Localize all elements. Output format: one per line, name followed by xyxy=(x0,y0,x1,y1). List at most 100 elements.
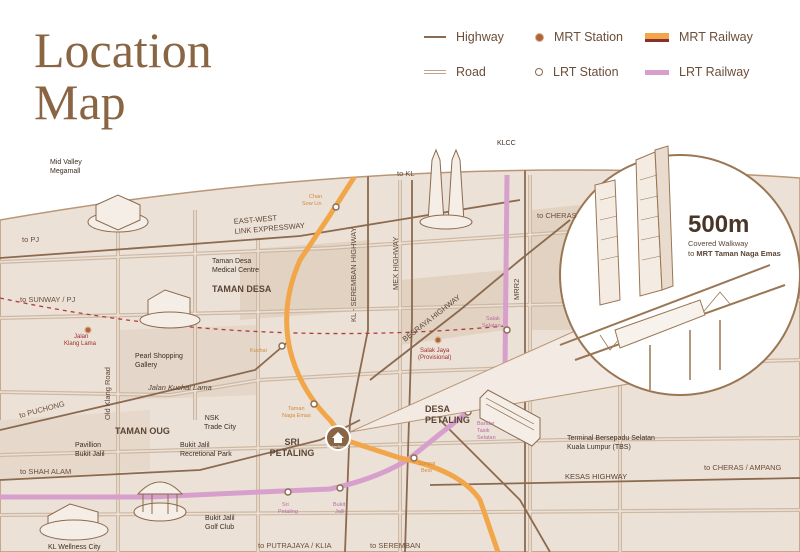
callout-desc-1: Covered Walkway xyxy=(688,239,748,248)
marker-brand: AmberHomes xyxy=(327,445,349,449)
page-title: Location Map xyxy=(34,24,212,128)
klcc-tower-icon xyxy=(447,148,465,223)
dir-to-pj: to PJ xyxy=(22,235,39,244)
stations xyxy=(84,203,511,496)
legend-highway-label: Highway xyxy=(456,30,504,44)
mrt-station-chan-sow-lin[interactable] xyxy=(332,203,340,211)
title-line-2: Map xyxy=(34,74,126,130)
road-center xyxy=(0,509,800,516)
legend-lrt-railway: LRT Railway xyxy=(645,65,749,79)
dir-to-cheras: to CHERAS xyxy=(537,211,577,220)
rec-park-pillars-icon xyxy=(142,494,178,514)
legend-lrt-station-label: LRT Station xyxy=(553,65,619,79)
dir-to-kl: to KL xyxy=(397,169,415,178)
legend-lrt-station: LRT Station xyxy=(532,65,619,79)
rec-park-base-icon xyxy=(133,502,187,522)
dir-to-seremban: to SEREMBAN xyxy=(370,541,420,550)
mrt-station-jalan-klang-lama[interactable] xyxy=(84,326,92,334)
area-taman-oug: TAMAN OUG xyxy=(115,426,170,436)
legend-mrt-station-label: MRT Station xyxy=(554,30,624,44)
shade-block xyxy=(0,410,150,480)
mrt-railway-line xyxy=(284,170,501,552)
tower-icon xyxy=(594,179,621,306)
highway-kesas xyxy=(429,477,800,486)
area-taman-desa: TAMAN DESA xyxy=(212,284,272,294)
dir-to-cheras-ampang: to CHERAS / AMPANG xyxy=(704,463,782,472)
highway-puchong xyxy=(0,339,291,431)
dir-to-shah-alam: to SHAH ALAM xyxy=(20,467,71,476)
lrt-station-swatch-icon xyxy=(535,68,543,76)
legend-mrt-railway-label: MRT Railway xyxy=(679,30,753,44)
highway-besraya xyxy=(369,219,571,381)
mrt-station-sungai-besi[interactable] xyxy=(410,454,418,462)
stn-kuchai: Kuchai xyxy=(250,348,267,354)
road-swatch-icon xyxy=(424,70,446,74)
home-icon xyxy=(332,432,344,443)
mrt-station-taman-naga-emas[interactable] xyxy=(310,400,318,408)
mrt-station-kuchai[interactable] xyxy=(278,342,286,350)
legend-road: Road xyxy=(424,65,486,79)
road-label-mex: MEX HIGHWAY xyxy=(391,237,400,290)
shade-block xyxy=(120,325,260,400)
legend-road-label: Road xyxy=(456,65,486,79)
highway-swatch-icon xyxy=(424,36,446,38)
pavillion-base-icon xyxy=(39,519,109,541)
mrt-station-salak-jaya[interactable] xyxy=(434,336,442,344)
callout-illustration xyxy=(559,145,786,390)
tower-lines xyxy=(599,174,662,261)
lrt-station-sri-petaling[interactable] xyxy=(284,488,292,496)
stn-salak-jaya: Salak Jaya(Provisional) xyxy=(418,348,451,361)
dir-to-putrajaya: to PUTRAJAYA / KLIA xyxy=(258,541,332,550)
mrt-railway-swatch-icon xyxy=(645,32,669,42)
legend-highway: Highway xyxy=(424,30,504,44)
title-line-1: Location xyxy=(34,22,212,78)
road-center xyxy=(0,229,601,263)
highway-east-west xyxy=(0,199,521,259)
lrt-station-bukit-jalil[interactable] xyxy=(336,484,344,492)
klcc-tower-icon xyxy=(427,148,445,223)
klcc-base-icon xyxy=(419,214,473,230)
legend-mrt-station: MRT Station xyxy=(532,30,623,44)
road-center xyxy=(0,437,800,456)
dir-to-sunway: to SUNWAY / PJ xyxy=(20,295,76,304)
tower-icon xyxy=(654,145,674,291)
kl-wellness-label: KL Wellness City xyxy=(48,544,101,551)
legend-mrt-railway: MRT Railway xyxy=(645,30,753,44)
callout-distance: 500m xyxy=(688,211,749,238)
road-label-kl-seremban: KL - SEREMBAN HIGHWAY xyxy=(349,227,358,322)
highway-tbs xyxy=(439,419,551,552)
rec-park-dome-icon xyxy=(136,481,184,495)
legend-lrt-railway-label: LRT Railway xyxy=(679,65,750,79)
shade-block xyxy=(240,240,370,320)
landmark-icons xyxy=(39,148,541,541)
lrt-railway-swatch-icon xyxy=(645,69,669,75)
walkway-icon xyxy=(559,264,771,346)
road-label-old-klang: Old Klang Road xyxy=(103,367,112,420)
lrt-station-salak-selatan[interactable] xyxy=(503,326,511,334)
bridge-pillar xyxy=(649,320,721,390)
road-label-mrr2: MRR2 xyxy=(512,279,521,300)
mrt-station-swatch-icon xyxy=(535,32,544,42)
bus-icon xyxy=(479,389,541,447)
bus-windows-icon xyxy=(485,397,535,431)
